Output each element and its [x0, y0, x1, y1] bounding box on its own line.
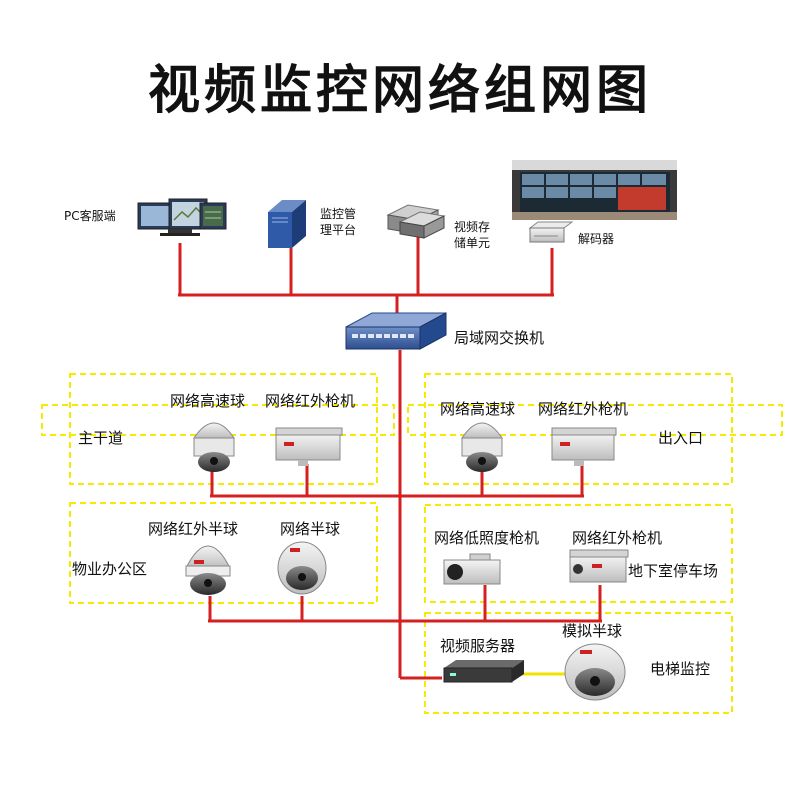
office-zone-name: 物业办公区 — [72, 560, 148, 578]
decoder-label: 解码器 — [578, 232, 615, 246]
entrance-zone-name: 出入口 — [658, 429, 704, 447]
diagram-title: 视频监控网络组网图 — [147, 61, 652, 121]
management-server-icon — [268, 200, 306, 248]
storage-label-line1: 视频存 — [454, 220, 491, 234]
pc-client-label: PC客服端 — [64, 209, 116, 223]
mini-dome-camera — [277, 541, 327, 595]
entrance-device-2-label: 网络红外枪机 — [538, 400, 629, 418]
zone-entrance-box — [424, 373, 733, 485]
video-wall-image — [512, 160, 677, 220]
low-light-box-camera — [443, 553, 501, 585]
main-road-device-2-label: 网络红外枪机 — [265, 392, 356, 410]
office-device-1-label: 网络红外半球 — [148, 520, 239, 538]
parking-device-2-label: 网络红外枪机 — [572, 529, 663, 547]
bullet-camera-1 — [275, 427, 343, 466]
network-lines — [178, 235, 602, 680]
platform-label-line1: 监控管 — [320, 207, 357, 221]
speed-dome-camera-2 — [461, 422, 503, 472]
entrance-device-1-label: 网络高速球 — [440, 400, 516, 418]
parking-zone-name: 地下室停车场 — [628, 562, 719, 580]
main-road-device-1-label: 网络高速球 — [170, 392, 246, 410]
switch-label: 局域网交换机 — [454, 329, 545, 347]
pc-client-icon — [137, 198, 227, 236]
zone-parking-box — [424, 504, 733, 603]
storage-unit-icon — [386, 204, 446, 239]
elevator-device-1-label: 视频服务器 — [440, 637, 516, 655]
speed-dome-camera-1 — [193, 422, 235, 472]
zone-office-box — [69, 502, 378, 604]
zone-main-road-box — [69, 373, 378, 485]
office-device-2-label: 网络半球 — [280, 520, 341, 538]
decoder-icon — [528, 221, 574, 243]
elevator-device-2-label: 模拟半球 — [562, 622, 623, 640]
storage-label-line2: 储单元 — [454, 236, 491, 250]
video-server-icon — [443, 660, 524, 683]
parking-device-1-label: 网络低照度枪机 — [434, 529, 540, 547]
zone-elevator-box — [424, 612, 733, 714]
analog-dome-camera — [564, 643, 626, 701]
ir-dome-camera — [185, 545, 231, 595]
lan-switch-icon — [345, 312, 447, 350]
platform-label-line2: 理平台 — [320, 223, 357, 237]
ir-bullet-camera-parking — [569, 549, 629, 583]
main-road-zone-name: 主干道 — [78, 429, 124, 447]
zone-main-road-road — [41, 404, 395, 436]
elevator-zone-name: 电梯监控 — [650, 660, 711, 678]
bullet-camera-2 — [551, 427, 617, 466]
